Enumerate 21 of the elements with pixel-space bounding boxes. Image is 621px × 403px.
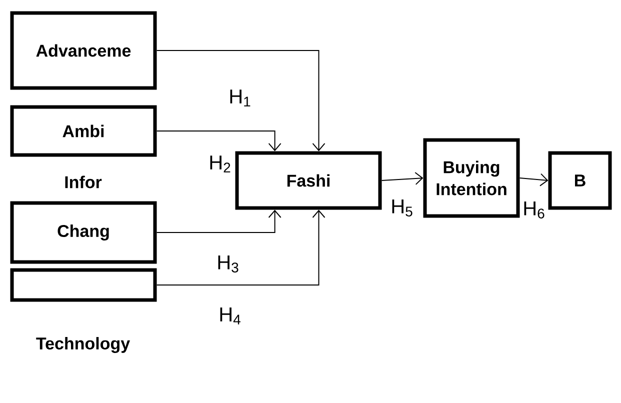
edge-label: H$_{2}$ — [210, 156, 230, 172]
edge-label: H$_{4}$ — [220, 308, 240, 324]
edge-label: H$_{3}$ — [218, 256, 238, 272]
concept-box: B — [548, 151, 612, 210]
box — [10, 268, 157, 302]
concept-box: Chang — [10, 201, 157, 264]
arrow — [381, 172, 424, 185]
edge-label: H$_{1}$ — [230, 90, 250, 106]
concept-box: Ambi — [10, 105, 157, 157]
arrow — [519, 173, 548, 186]
edge-label: H$_{6}$ — [524, 202, 544, 218]
arrow — [156, 210, 326, 286]
arrow — [156, 210, 282, 233]
box-caption: Technology — [36, 337, 130, 353]
arrow — [156, 50, 326, 152]
arrow — [156, 130, 282, 152]
concept-box: Buying Intention — [423, 138, 520, 218]
concept-box: Advanceme — [10, 11, 157, 90]
concept-box: Fashi — [235, 151, 382, 210]
edge-label: H$_{5}$ — [392, 200, 412, 216]
box-caption: Infor — [65, 176, 102, 188]
